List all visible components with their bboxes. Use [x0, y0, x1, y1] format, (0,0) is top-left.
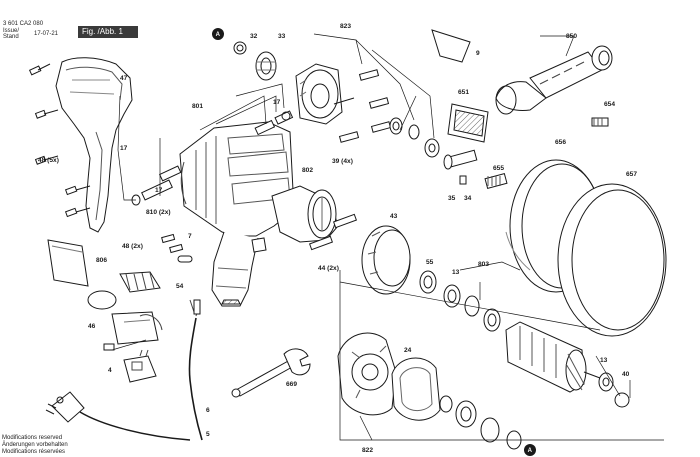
ring-43 — [361, 225, 411, 295]
fan-housing-part — [271, 185, 339, 243]
label-654: 654 — [604, 101, 615, 108]
plate-651 — [447, 103, 489, 143]
issue-date: 17-07-21 — [34, 31, 59, 37]
screws-48 — [28, 63, 91, 218]
label-39: 39 (4x) — [332, 158, 353, 165]
figure-title: Fig. /Abb. 1 — [78, 26, 138, 38]
svg-text:A: A — [216, 32, 221, 38]
label-47: 47 — [120, 75, 128, 82]
switch-4 — [123, 349, 157, 383]
label-850: 850 — [566, 33, 577, 40]
label-34: 34 — [464, 195, 472, 202]
label-651: 651 — [458, 89, 469, 96]
housing-half-part — [55, 57, 133, 233]
washers-middle — [389, 117, 440, 158]
screws-17 — [254, 110, 294, 136]
screws-48b-part-7 — [161, 233, 193, 263]
plate-9 — [431, 29, 471, 63]
part-number: 3 601 CA2 080 — [3, 21, 44, 27]
footer-line-2: Änderungen vorbehalten — [2, 442, 68, 448]
svg-text:A: A — [528, 448, 533, 454]
label-4: 4 — [108, 367, 112, 374]
plug-5 — [45, 391, 191, 441]
label-656: 656 — [555, 139, 566, 146]
label-7: 7 — [188, 233, 192, 240]
armature-803 — [505, 321, 630, 408]
wrench-669 — [231, 348, 311, 398]
bearings-middle — [419, 270, 501, 332]
label-48-5x: 48 (5x) — [38, 157, 59, 164]
label-17b: 17 — [120, 145, 128, 152]
label-33: 33 — [278, 33, 286, 40]
label-13a: 13 — [452, 269, 460, 276]
footer-line-3: Modifications réservées — [2, 449, 66, 455]
label-803: 803 — [478, 261, 489, 268]
power-cable-6 — [188, 299, 203, 441]
label-46: 46 — [88, 323, 96, 330]
label-44: 44 (2x) — [318, 265, 339, 272]
label-802: 802 — [302, 167, 313, 174]
stand-label: Stand — [3, 34, 19, 40]
assembly-lines — [111, 33, 664, 441]
label-17c: 17 — [155, 187, 163, 194]
label-54: 54 — [176, 283, 184, 290]
label-810: 810 (2x) — [146, 209, 171, 216]
screws-39 — [338, 69, 392, 143]
label-806: 806 — [96, 257, 107, 264]
plate-806 — [47, 239, 89, 287]
shaft-810 — [131, 165, 182, 206]
issue-label: Issue/ — [3, 28, 20, 34]
label-6: 6 — [206, 407, 210, 414]
motor-housing-part — [179, 121, 295, 307]
reference-marker-top: A — [212, 28, 224, 40]
label-822: 822 — [362, 447, 373, 454]
label-35: 35 — [448, 195, 456, 202]
gasket-24 — [391, 357, 441, 421]
label-823: 823 — [340, 23, 351, 30]
label-669: 669 — [286, 381, 297, 388]
label-9: 9 — [476, 50, 480, 57]
label-24: 24 — [404, 347, 412, 354]
label-655: 655 — [493, 165, 504, 172]
spindle-655 — [443, 149, 508, 190]
label-55: 55 — [426, 259, 434, 266]
gears-bottom — [439, 395, 522, 450]
label-17a: 17 — [273, 99, 281, 106]
polishing-pad-657 — [557, 183, 667, 337]
label-32: 32 — [250, 33, 258, 40]
screws-44 — [308, 213, 358, 251]
screw-654 — [591, 117, 609, 127]
footer-line-1: Modifications reserved — [2, 435, 63, 441]
part-54 — [119, 271, 161, 293]
electronics-46 — [87, 290, 163, 351]
label-13b: 13 — [600, 357, 608, 364]
label-40: 40 — [622, 371, 630, 378]
label-657: 657 — [626, 171, 637, 178]
label-48-2x: 48 (2x) — [122, 243, 143, 250]
gears-32-33 — [233, 41, 277, 81]
auxiliary-handle-850 — [495, 45, 613, 115]
label-801: 801 — [192, 103, 203, 110]
reference-marker-bottom: A — [524, 444, 536, 456]
gear-cover-822 — [337, 332, 397, 416]
label-5: 5 — [206, 431, 210, 438]
gear-housing-823 — [295, 63, 355, 125]
label-43: 43 — [390, 213, 398, 220]
